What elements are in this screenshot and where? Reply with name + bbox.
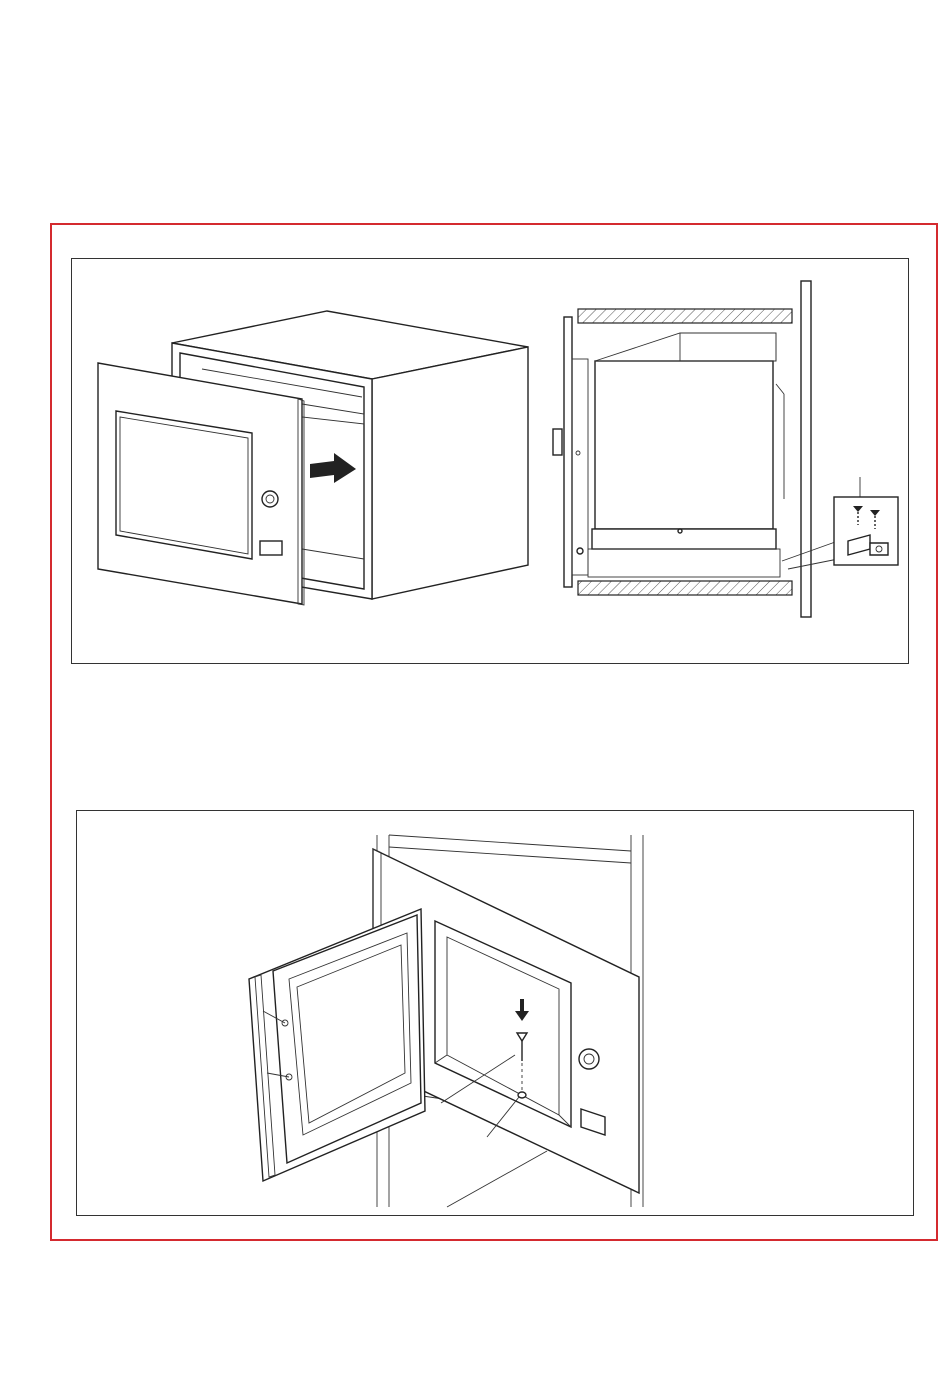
bottom-shelf bbox=[578, 581, 792, 595]
knob-icon bbox=[579, 1049, 599, 1069]
door-window-frame bbox=[273, 915, 421, 1163]
side-section-figure bbox=[553, 281, 898, 617]
cabinet-side bbox=[372, 347, 528, 599]
knob-icon bbox=[262, 491, 278, 507]
installation-panel-top bbox=[71, 258, 909, 664]
front-frame bbox=[564, 317, 572, 587]
oven-body bbox=[595, 361, 773, 529]
back-wall bbox=[801, 281, 811, 617]
oven-base bbox=[592, 529, 776, 549]
oven-window bbox=[116, 411, 252, 559]
oven-insertion-figure bbox=[98, 311, 528, 605]
top-shelf bbox=[578, 309, 792, 323]
button-indicator bbox=[260, 541, 282, 555]
door-open-fixing-figure bbox=[249, 835, 643, 1207]
installation-panel-bottom bbox=[76, 810, 914, 1216]
